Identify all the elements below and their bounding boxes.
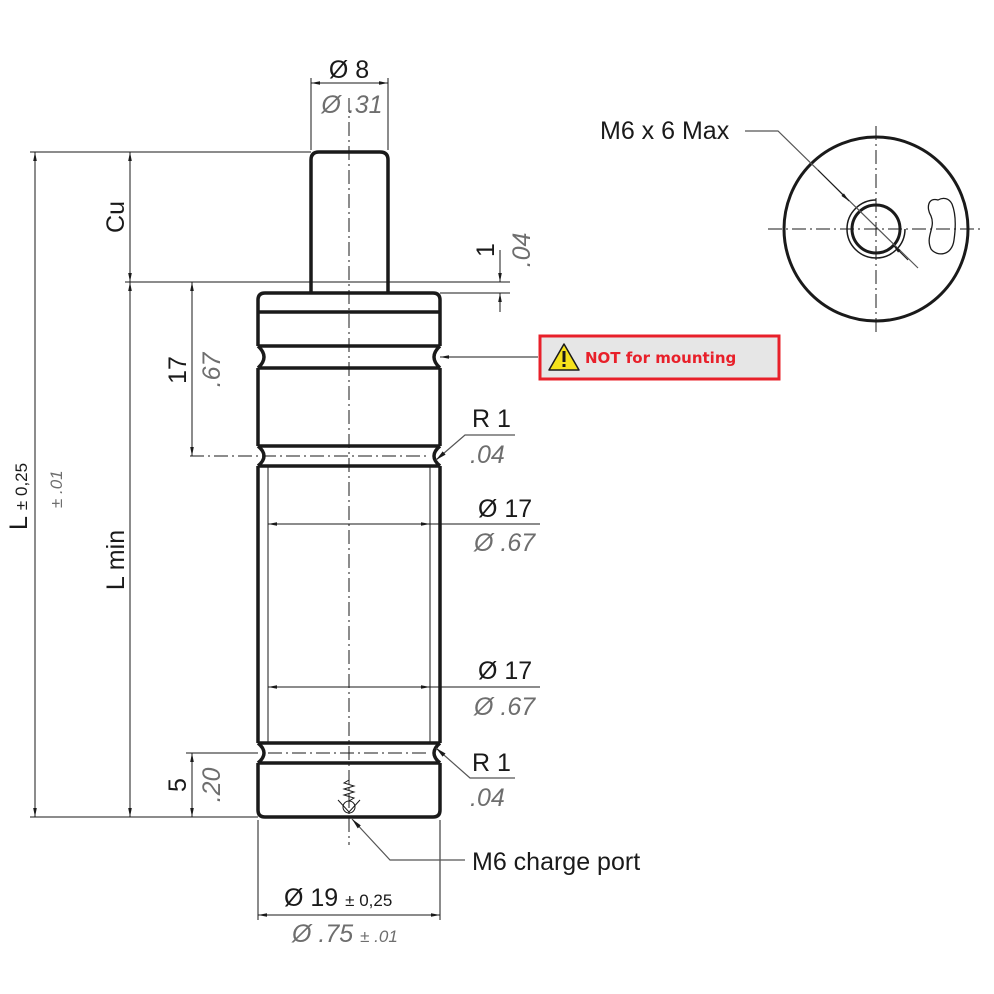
outer-dia-mm: Ø 19 xyxy=(284,884,338,912)
body-dia1-mm: Ø 17 xyxy=(478,495,532,523)
base-in: .20 xyxy=(198,768,226,803)
outer-dia-tol-in: ± .01 xyxy=(360,927,398,946)
length-label: L ± 0,25 xyxy=(5,463,33,530)
warning-icon xyxy=(548,343,580,371)
radius-top-in: .04 xyxy=(470,441,505,469)
length-mm: L xyxy=(5,516,33,530)
outer-dia-in: Ø .75 xyxy=(291,920,353,948)
charge-valve-icon xyxy=(337,779,361,814)
thread-label: M6 x 6 Max xyxy=(600,117,730,145)
end-view xyxy=(745,126,983,333)
length-tol-mm: ± 0,25 xyxy=(12,463,31,510)
groove-pos-mm: 17 xyxy=(164,356,192,384)
length-tol-in: ± .01 xyxy=(47,470,66,508)
warning-box: NOT for mounting xyxy=(538,334,781,381)
svg-text:L ± 0,25: L ± 0,25 xyxy=(5,463,33,530)
charge-port-label: M6 charge port xyxy=(472,848,640,876)
radius-top-mm: R 1 xyxy=(472,405,511,433)
offset-mm: 1 xyxy=(472,243,500,257)
cylinder-body xyxy=(190,291,442,819)
lmin-label: L min xyxy=(102,530,130,590)
outer-dia-tol-mm: ± 0,25 xyxy=(345,891,392,910)
stroke-label: Cu xyxy=(102,201,130,233)
body-dia2-mm: Ø 17 xyxy=(478,657,532,685)
body-dia1-in: Ø .67 xyxy=(473,529,536,557)
base-mm: 5 xyxy=(164,778,192,792)
outer-dia-in-label: Ø .75 ± .01 xyxy=(291,920,398,948)
body-dia2-in: Ø .67 xyxy=(473,693,536,721)
radius-bottom-in: .04 xyxy=(470,784,505,812)
warning-text: NOT for mounting xyxy=(585,349,736,367)
groove-pos-in: .67 xyxy=(198,352,226,388)
dimension-lines xyxy=(33,81,540,917)
piston-rod xyxy=(309,150,390,293)
outer-dia-mm-label: Ø 19 ± 0,25 xyxy=(284,884,392,912)
pin-dia-mm: Ø 8 xyxy=(329,56,369,84)
pin-dia-in: Ø .31 xyxy=(320,91,382,119)
offset-in: .04 xyxy=(508,233,536,268)
radius-bottom-mm: R 1 xyxy=(472,749,511,777)
